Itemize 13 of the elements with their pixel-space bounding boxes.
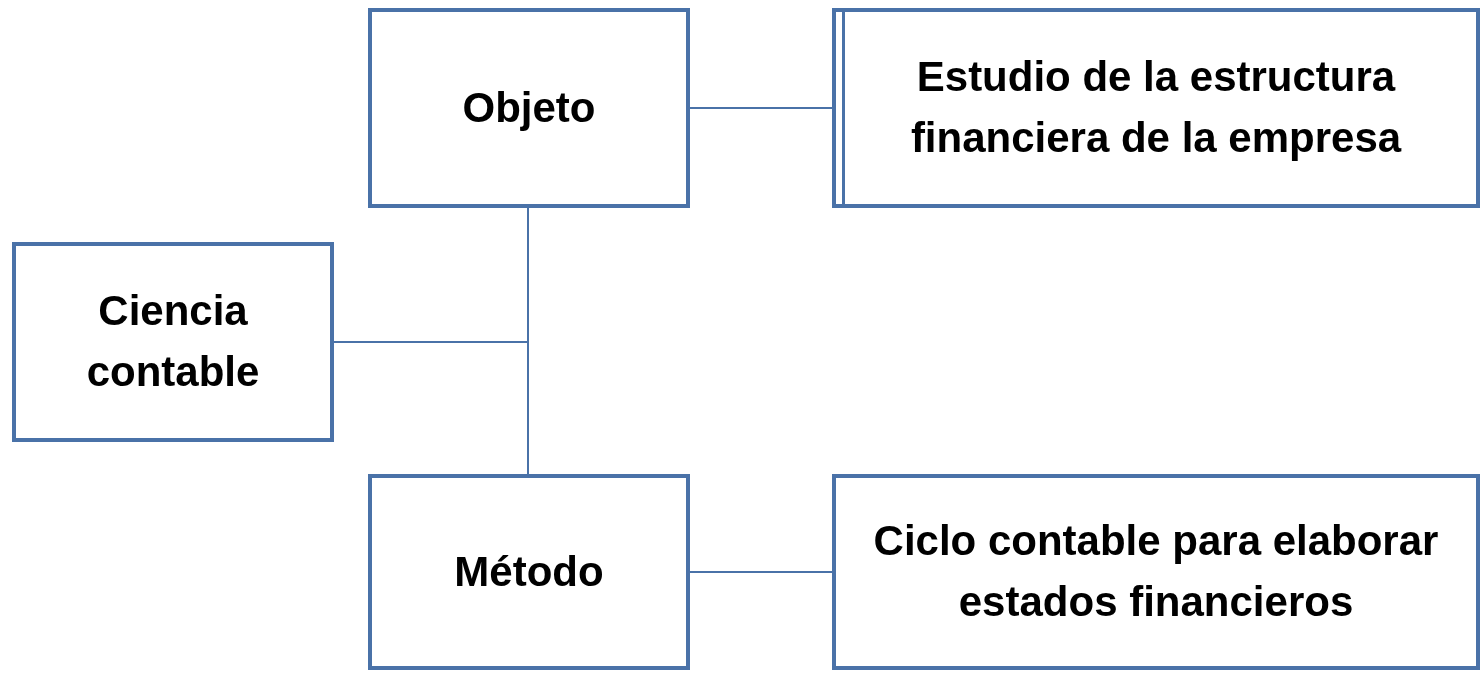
box-label: Ciclo contable para elaborar estados financieros: [872, 516, 1440, 627]
concept-box: [832, 474, 1480, 670]
box-label: Estudio de la estructura financiera de la empresa: [909, 52, 1403, 163]
box-label: Método: [454, 546, 604, 597]
concept-box: [368, 8, 690, 208]
connector-line: [333, 341, 529, 475]
box-label: Objeto: [462, 82, 596, 133]
connector-line: [689, 571, 833, 573]
concept-box: [12, 242, 334, 442]
concept-box: [368, 474, 690, 670]
box-label: Ciencia contable: [85, 286, 261, 397]
connector-line: [689, 107, 833, 109]
concept-box: [832, 8, 1480, 208]
